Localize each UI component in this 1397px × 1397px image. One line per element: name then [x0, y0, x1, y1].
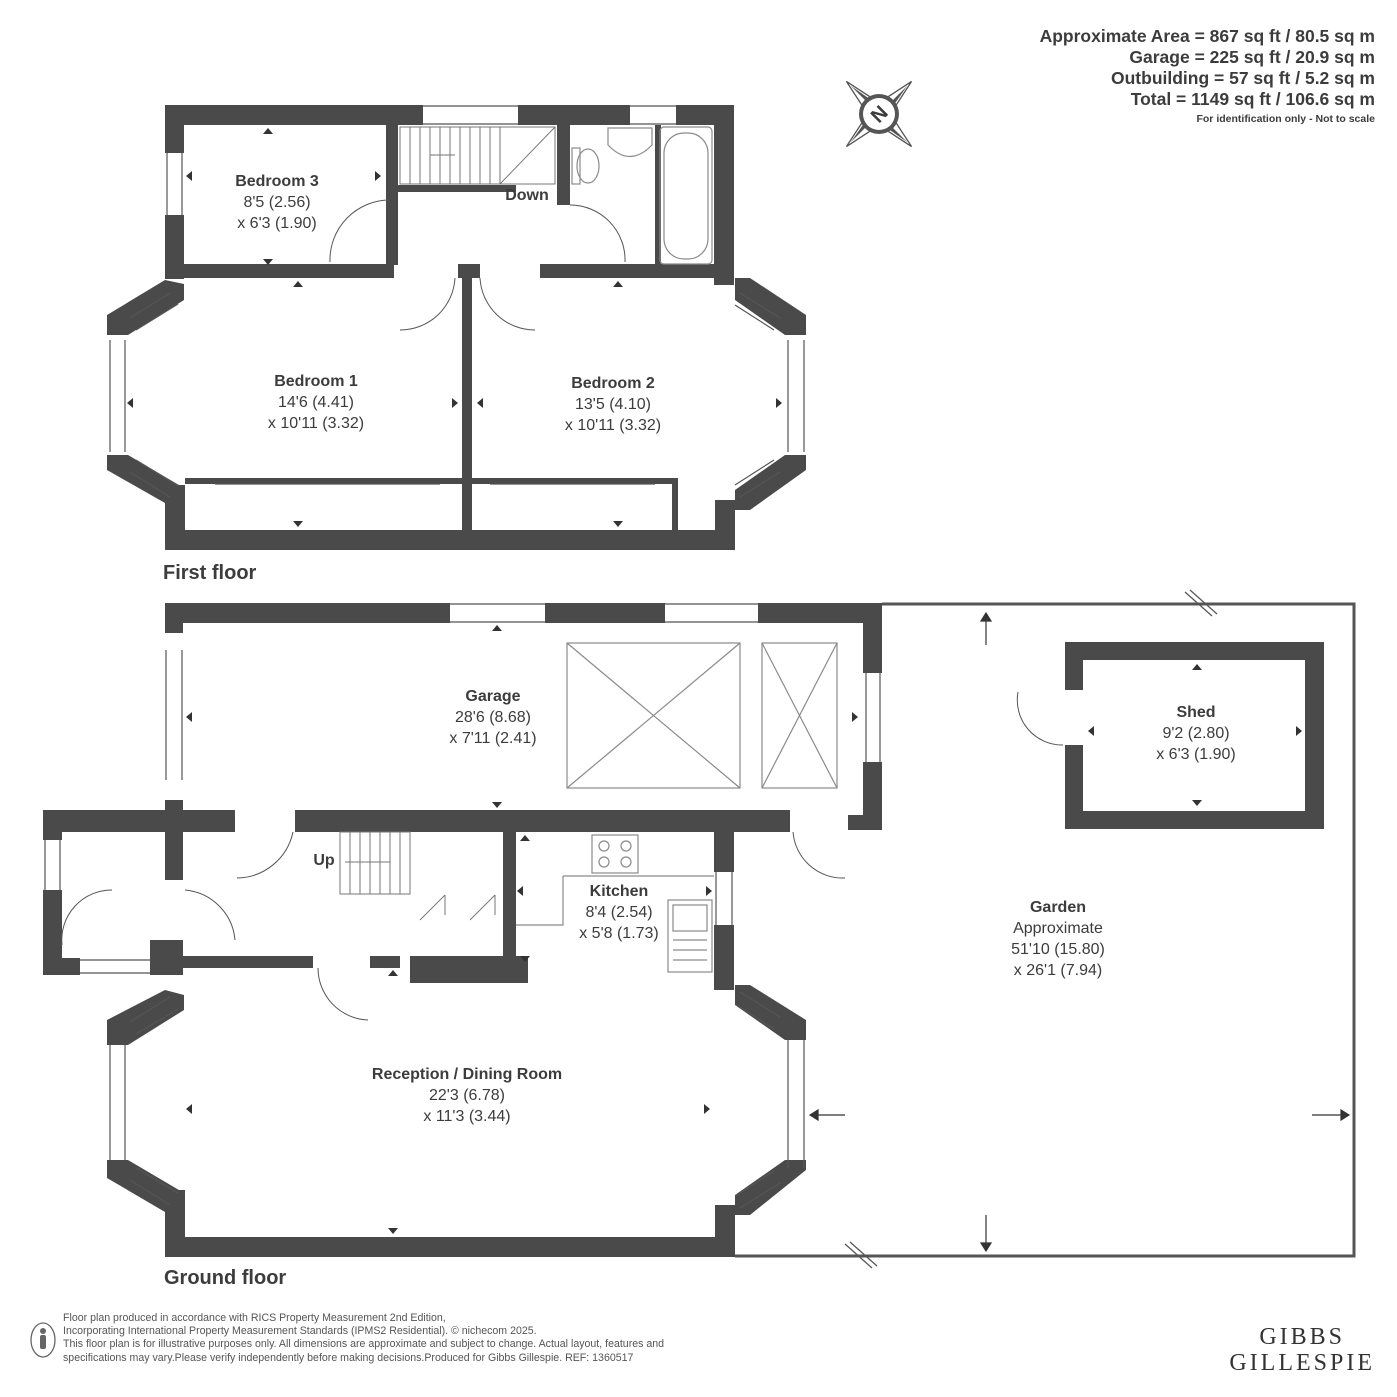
brand-line1: Gibbs — [1259, 1324, 1346, 1350]
disclaimer-line: Floor plan produced in accordance with R… — [63, 1312, 446, 1324]
ground-floor-plan — [43, 589, 1356, 1269]
room-labels: Bedroom 3 8'5 (2.56) x 6'3 (1.90) Bedroo… — [235, 173, 1236, 1125]
compass-icon: N — [845, 80, 913, 148]
area-summary: Approximate Area = 867 sq ft / 80.5 sq m… — [1040, 26, 1375, 125]
garage-dim1: 28'6 (8.68) — [455, 709, 531, 726]
garden-sub: Approximate — [1013, 920, 1103, 937]
first-floor-label: First floor — [163, 562, 257, 584]
area-line: Outbuilding = 57 sq ft / 5.2 sq m — [1111, 68, 1375, 88]
kitchen-fixtures — [516, 834, 714, 973]
bedroom2-dim2: x 10'11 (3.32) — [565, 417, 661, 434]
ground-floor-walls — [43, 603, 882, 1257]
first-floor-doors — [329, 199, 626, 331]
garden-dim2: x 26'1 (7.94) — [1014, 962, 1102, 979]
ground-floor-dimension-arrows — [186, 625, 1302, 1234]
area-line: Approximate Area = 867 sq ft / 80.5 sq m — [1039, 26, 1375, 46]
brand-logo: Gibbs Gillespie — [1229, 1324, 1375, 1376]
stairs-down-label: Down — [505, 187, 549, 204]
shed-dim1: 9'2 (2.80) — [1162, 725, 1229, 742]
garden-name: Garden — [1030, 899, 1086, 916]
first-floor-plan — [107, 105, 806, 550]
ground-floor-label: Ground floor — [164, 1267, 287, 1289]
bedroom1-dim2: x 10'11 (3.32) — [268, 415, 364, 432]
bathroom-fixtures — [571, 126, 713, 265]
bedroom3-dim2: x 6'3 (1.90) — [237, 215, 317, 232]
bedroom2-dim1: 13'5 (4.10) — [575, 396, 651, 413]
disclaimer-line: This floor plan is for illustrative purp… — [63, 1338, 665, 1351]
kitchen-name: Kitchen — [590, 883, 649, 900]
area-line: Garage = 225 sq ft / 20.9 sq m — [1129, 47, 1375, 67]
first-floor-dimension-arrows — [127, 128, 782, 527]
kitchen-dim2: x 5'8 (1.73) — [579, 925, 659, 942]
reception-dim1: 22'3 (6.78) — [429, 1087, 505, 1104]
ground-floor-doors — [61, 691, 1064, 1021]
garden-boundary — [735, 589, 1356, 1269]
area-line: Total = 1149 sq ft / 106.6 sq m — [1130, 89, 1375, 109]
garage-name: Garage — [465, 688, 520, 705]
garden-dim1: 51'10 (15.80) — [1011, 941, 1105, 958]
stairs-up-label: Up — [313, 852, 335, 869]
bedroom1-name: Bedroom 1 — [274, 373, 358, 390]
bedroom3-dim1: 8'5 (2.56) — [243, 194, 310, 211]
garage-dim2: x 7'11 (2.41) — [449, 730, 536, 747]
reception-name: Reception / Dining Room — [372, 1066, 562, 1083]
bedroom1-dim1: 14'6 (4.41) — [278, 394, 354, 411]
kitchen-dim1: 8'4 (2.54) — [585, 904, 652, 921]
shed-walls — [1065, 642, 1324, 829]
first-floor-walls — [165, 105, 735, 550]
shed-name: Shed — [1176, 704, 1215, 721]
garden-arrows — [808, 611, 1351, 1253]
garage-doors-storage — [566, 642, 838, 789]
bedroom3-name: Bedroom 3 — [235, 173, 319, 190]
disclaimer: Floor plan produced in accordance with R… — [63, 1312, 783, 1365]
ground-floor-stairs — [339, 831, 496, 921]
first-floor-stairs — [399, 126, 556, 185]
person-icon — [30, 1322, 56, 1358]
reception-dim2: x 11'3 (3.44) — [423, 1108, 510, 1125]
brand-line2: Gillespie — [1229, 1350, 1375, 1376]
disclaimer-line: Incorporating International Property Mea… — [63, 1325, 537, 1338]
scale-note: For identification only - Not to scale — [1196, 113, 1375, 125]
disclaimer-line: specifications may vary.Please verify in… — [63, 1351, 634, 1364]
shed-dim2: x 6'3 (1.90) — [1156, 746, 1236, 763]
bedroom2-name: Bedroom 2 — [571, 375, 655, 392]
